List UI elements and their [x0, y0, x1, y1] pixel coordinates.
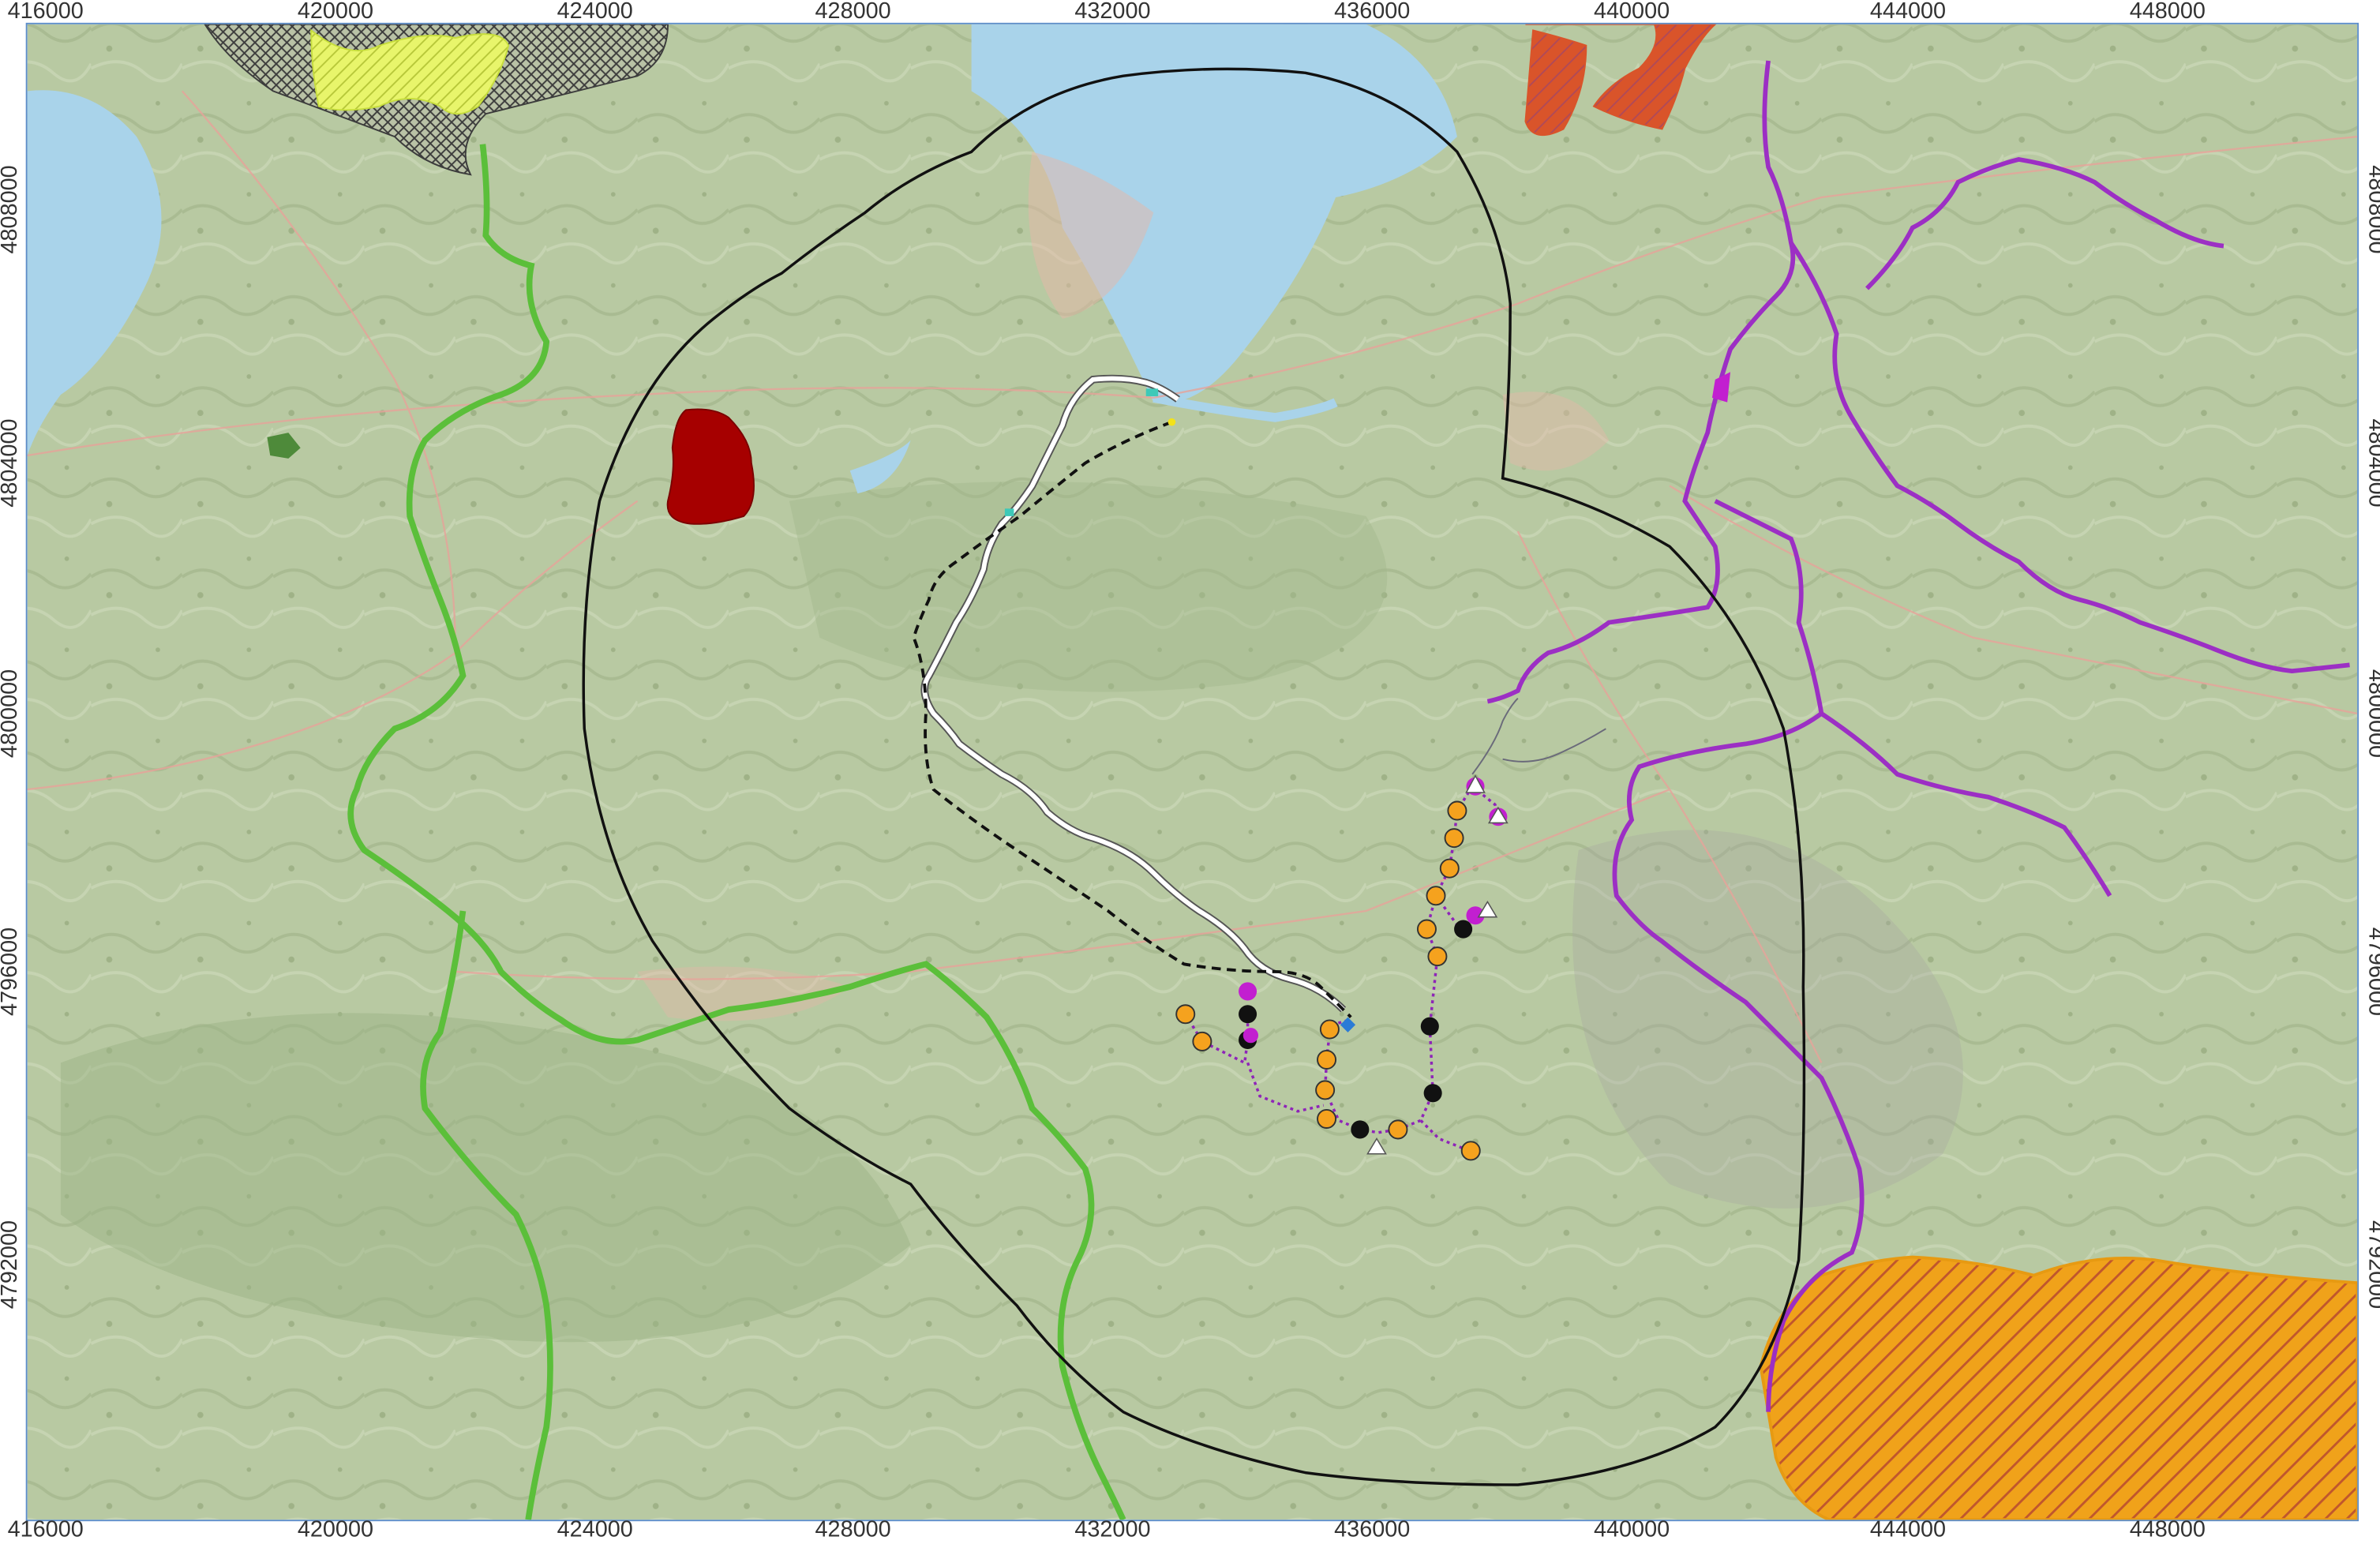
- x-tick-label-top: 444000: [1870, 0, 1946, 24]
- triangle-markers: [1366, 774, 1509, 1155]
- circle-marker-icon[interactable]: [1454, 920, 1473, 939]
- water-west-estuary: [27, 90, 162, 455]
- circle-marker-icon[interactable]: [1466, 906, 1485, 925]
- road-network: [27, 90, 2358, 1063]
- x-tick-label-top: 424000: [557, 0, 633, 24]
- x-tick-label-bottom: 444000: [1870, 1516, 1946, 1542]
- circle-marker-icon[interactable]: [1192, 1031, 1212, 1051]
- urban-area-1: [1028, 152, 1154, 319]
- red-solid-area: [666, 408, 755, 525]
- x-axis-bottom: 416000 420000 424000 428000 432000 436000 4400…: [8, 1516, 2206, 1542]
- green-small-area: [267, 433, 301, 459]
- route-connector-1: [1145, 388, 1159, 396]
- circle-marker-icon[interactable]: [1175, 1004, 1196, 1025]
- x-tick-label-top: 420000: [298, 0, 373, 24]
- route-endpoint-blue: [1340, 1017, 1356, 1032]
- x-tick-label-bottom: 436000: [1334, 1516, 1410, 1542]
- x-tick-label-bottom: 428000: [815, 1516, 891, 1542]
- y-tick-label-right: 4796000: [2364, 928, 2380, 1016]
- circle-marker-icon[interactable]: [1426, 886, 1446, 906]
- triangle-marker-icon[interactable]: [1366, 1137, 1387, 1155]
- circle-marker-icon[interactable]: [1317, 1108, 1337, 1129]
- purple-route-west: [1486, 60, 1796, 704]
- x-tick-label-top: 432000: [1074, 0, 1150, 24]
- circle-marker-icon[interactable]: [1351, 1120, 1370, 1139]
- circle-marker-icon[interactable]: [1439, 858, 1460, 879]
- purple-route-south: [1612, 499, 1865, 1412]
- x-tick-label-top: 448000: [2130, 0, 2206, 24]
- map-body[interactable]: [27, 24, 2358, 1520]
- y-tick-label-right: 4808000: [2364, 165, 2380, 253]
- white-access-route: [922, 376, 1345, 1012]
- stream-lines: [1471, 698, 1606, 775]
- y-tick-label-left: 4804000: [0, 418, 22, 507]
- x-tick-label-bottom: 448000: [2130, 1516, 2206, 1542]
- x-tick-label-bottom: 420000: [298, 1516, 373, 1542]
- x-tick-label-top: 428000: [815, 0, 891, 24]
- orange-hatched-area: [1759, 1255, 2358, 1520]
- x-tick-label-bottom: 432000: [1074, 1516, 1150, 1542]
- black-markers: [1239, 920, 1473, 1139]
- x-tick-label-bottom: 440000: [1594, 1516, 1670, 1542]
- x-tick-label-bottom: 424000: [557, 1516, 633, 1542]
- purple-route-northeast: [1865, 157, 2224, 290]
- green-route-main: [347, 144, 1126, 1520]
- mountain-shading-3: [789, 481, 1388, 692]
- water-bay: [971, 24, 1457, 403]
- y-tick-label-left: 4800000: [0, 669, 22, 758]
- purple-route-east: [1789, 242, 2350, 673]
- mountain-shading-2: [1572, 830, 1963, 1209]
- y-tick-label-right: 4792000: [2364, 1220, 2380, 1309]
- y-tick-label-right: 4800000: [2364, 669, 2380, 758]
- y-axis-left: 4808000 4804000 4800000 4796000 4792000: [0, 165, 22, 1309]
- circle-marker-icon[interactable]: [1460, 1141, 1481, 1161]
- red-hatched-area: [1524, 24, 1717, 137]
- x-axis-top: 416000 420000 424000 428000 432000 436000 4400…: [8, 0, 2206, 24]
- y-tick-label-left: 4796000: [0, 928, 22, 1016]
- x-tick-label-bottom: 416000: [8, 1516, 84, 1542]
- urban-area-2: [1502, 392, 1610, 471]
- water-lake: [849, 440, 911, 494]
- yellow-hatched-area: [310, 28, 510, 115]
- urban-area-3: [637, 966, 850, 1021]
- circle-marker-icon[interactable]: [1388, 1119, 1408, 1140]
- route-endpoint-yellow: [1168, 418, 1176, 426]
- y-tick-label-left: 4808000: [0, 165, 22, 253]
- circle-marker-icon[interactable]: [1242, 1028, 1259, 1044]
- circle-marker-icon[interactable]: [1317, 1049, 1337, 1070]
- water-channel: [1153, 393, 1338, 422]
- x-tick-label-top: 436000: [1334, 0, 1410, 24]
- x-tick-label-top: 416000: [8, 0, 84, 24]
- circle-marker-icon[interactable]: [1444, 828, 1464, 849]
- mountain-shading-1: [60, 1013, 911, 1343]
- map-border: [25, 22, 2359, 1522]
- triangle-marker-icon[interactable]: [1465, 774, 1486, 793]
- circle-marker-icon[interactable]: [1416, 919, 1437, 939]
- circle-marker-icon[interactable]: [1319, 1019, 1340, 1040]
- triangle-marker-icon[interactable]: [1477, 900, 1498, 918]
- buffer-boundary: [582, 67, 1806, 1486]
- circle-marker-icon[interactable]: [1315, 1080, 1336, 1100]
- purple-route-highlight: [1711, 372, 1731, 403]
- turbine-markers: [1175, 800, 1481, 1161]
- circle-marker-icon[interactable]: [1239, 1005, 1257, 1024]
- triangle-marker-icon[interactable]: [1487, 806, 1509, 824]
- x-tick-label-top: 440000: [1594, 0, 1670, 24]
- circle-marker-icon[interactable]: [1239, 982, 1257, 1001]
- circle-marker-icon[interactable]: [1423, 1084, 1442, 1103]
- y-tick-label-left: 4792000: [0, 1220, 22, 1309]
- green-route-branch: [420, 910, 553, 1520]
- purple-route-spur: [1820, 711, 2112, 898]
- route-connector-2: [1004, 508, 1014, 516]
- y-tick-label-right: 4804000: [2364, 418, 2380, 507]
- circle-marker-icon[interactable]: [1427, 946, 1448, 967]
- y-axis-right: 4808000 4804000 4800000 4796000 4792000: [2364, 165, 2380, 1309]
- circle-marker-icon[interactable]: [1420, 1017, 1439, 1036]
- circle-marker-icon[interactable]: [1447, 800, 1467, 821]
